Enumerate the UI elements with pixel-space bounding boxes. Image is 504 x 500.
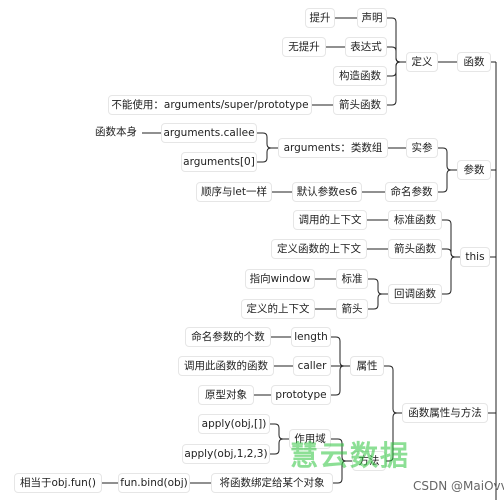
node-constructor: 构造函数: [333, 66, 387, 86]
node-prototype-object: 原型对象: [198, 385, 254, 405]
connector-line: [384, 365, 402, 414]
node-arguments-object: arguments：类数组: [278, 138, 388, 158]
connector-line: [331, 336, 350, 367]
node-actual-args: 实参: [406, 138, 438, 158]
node-arguments-index: arguments[0]: [181, 152, 257, 172]
node-calling-function: 调用此函数的函数: [178, 356, 274, 376]
connector-line: [386, 412, 402, 462]
node-bind-to-object: 将函数绑定给某个对象: [211, 473, 333, 493]
node-scope: 作用域: [289, 429, 331, 449]
node-properties-methods: 函数属性与方法: [402, 403, 488, 423]
node-apply-array: apply(obj,[]): [198, 414, 270, 434]
node-named-params: 命名参数: [385, 182, 438, 202]
node-function-itself: 函数本身: [95, 126, 137, 138]
node-callback-function: 回调函数: [388, 284, 442, 304]
node-no-hoisting: 无提升: [282, 37, 326, 57]
connector-line: [331, 365, 350, 396]
node-fun-bind: fun.bind(obj): [118, 473, 190, 493]
node-parameters: 参数: [457, 160, 491, 180]
node-arguments-callee: arguments.callee: [161, 123, 257, 143]
connector-line: [438, 169, 457, 193]
node-expression: 表达式: [345, 37, 387, 57]
node-hoisting: 提升: [305, 8, 335, 28]
connector-line: [387, 61, 406, 106]
node-function-root: 函数: [457, 52, 491, 72]
node-caller: caller: [293, 356, 331, 376]
node-arrow-function: 箭头函数: [333, 95, 387, 115]
node-this-arrow-function: 箭头函数: [388, 239, 442, 259]
node-arrow-restrictions: 不能使用：arguments/super/prototype: [108, 95, 312, 115]
node-call-context: 调用的上下文: [293, 210, 367, 230]
csdn-credit: CSDN @MaiOvv: [413, 479, 504, 493]
connector-line: [368, 293, 388, 310]
connector-line: [438, 147, 457, 171]
node-let-order: 顺序与let一样: [196, 182, 272, 202]
node-standard-function: 标准函数: [388, 210, 442, 230]
node-points-to-window: 指向window: [245, 269, 315, 289]
node-callback-arrow: 箭头: [336, 299, 368, 319]
node-apply-list: apply(obj,1,2,3): [182, 444, 270, 464]
connector-line: [257, 132, 278, 149]
node-properties: 属性: [350, 356, 384, 376]
node-default-params: 默认参数es6: [292, 182, 362, 202]
node-length: length: [291, 327, 331, 347]
node-definition: 定义: [406, 52, 438, 72]
connector-line: [442, 256, 460, 295]
node-equals-obj-fun: 相当于obj.fun(): [14, 473, 102, 493]
node-methods: 方法: [352, 451, 386, 471]
node-definition-context: 定义函数的上下文: [271, 239, 367, 259]
node-named-param-count: 命名参数的个数: [185, 327, 271, 347]
node-defined-context: 定义的上下文: [241, 299, 315, 319]
connector-line: [333, 460, 352, 484]
connector-line: [368, 278, 388, 295]
connector-line: [257, 147, 278, 163]
node-callback-standard: 标准: [336, 269, 368, 289]
watermark-logo: 慧云数据: [290, 439, 411, 472]
node-declaration: 声明: [357, 8, 387, 28]
connector-line: [270, 438, 289, 455]
node-prototype: prototype: [271, 385, 331, 405]
node-this: this: [460, 247, 490, 267]
connector-line: [270, 423, 289, 440]
